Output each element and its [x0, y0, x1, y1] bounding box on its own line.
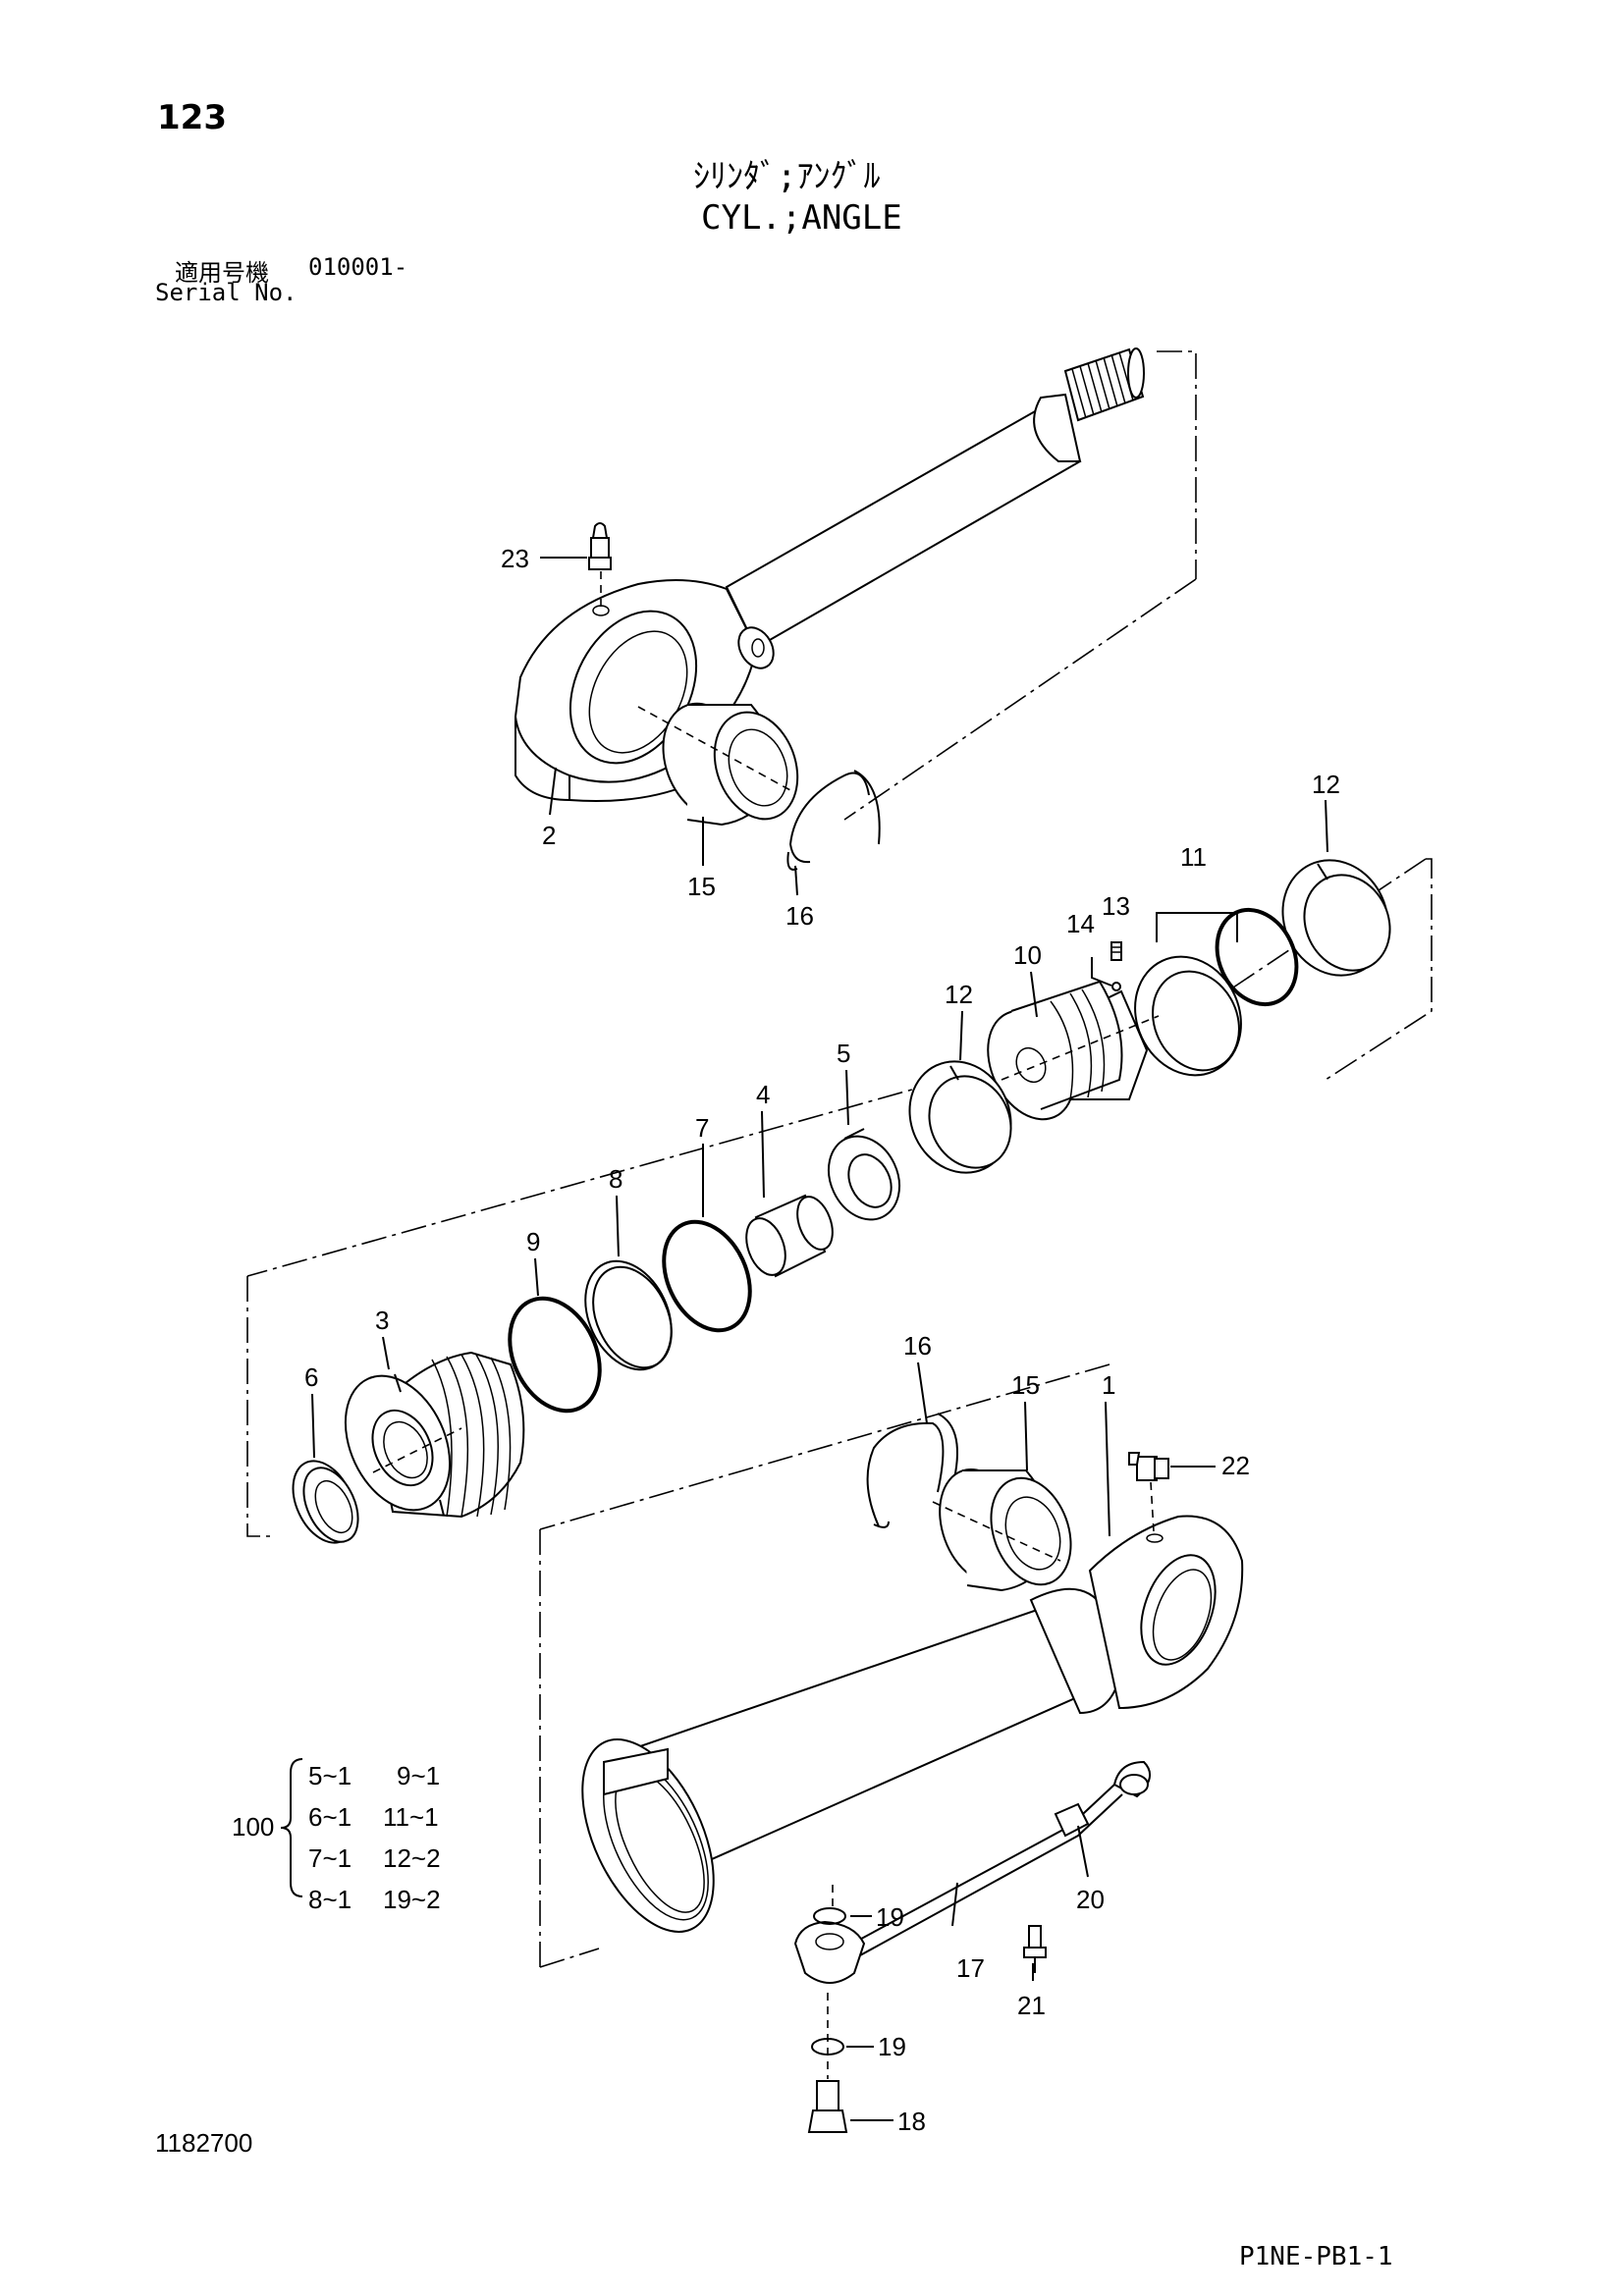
serial-label-japanese: 適用号機	[175, 259, 269, 287]
callout-leaders	[311, 767, 1328, 1981]
serial-label-english: Serial No.	[155, 279, 298, 306]
callout-20: 20	[1076, 1885, 1105, 1914]
steel-ball-part-14	[1091, 957, 1121, 991]
callout-8: 8	[609, 1164, 623, 1194]
title-japanese: ｼﾘﾝﾀﾞ;ｱﾝｸﾞﾙ	[693, 157, 881, 196]
wear-ring-part-12-left	[908, 1060, 1012, 1174]
callout-9: 9	[526, 1227, 540, 1256]
kit-row-4-right: 19~2	[383, 1885, 441, 1914]
spherical-bushing-part-15-top	[637, 702, 799, 827]
callout-18: 18	[897, 2107, 926, 2136]
kit-row-1-right: 9~1	[397, 1761, 440, 1790]
bushing-part-4	[745, 1194, 834, 1278]
kit-number: 100	[232, 1812, 274, 1842]
o-ring-part-19-lower	[811, 2038, 874, 2056]
callout-13: 13	[1102, 891, 1130, 921]
piston-rod-part-2	[514, 347, 1145, 802]
dust-seal-part-6	[292, 1460, 359, 1544]
bolt-part-21	[1023, 1925, 1047, 1973]
set-screw-part-13	[1110, 941, 1122, 961]
kit-row-3-right: 12~2	[383, 1843, 441, 1873]
seal-ring-part-11-outer	[1134, 955, 1242, 1077]
grease-fitting-part-22	[1128, 1452, 1216, 1532]
callout-19-upper: 19	[876, 1902, 904, 1932]
page-number: 123	[157, 98, 227, 137]
callout-3: 3	[375, 1306, 389, 1335]
callout-4: 4	[756, 1080, 770, 1109]
callout-6: 6	[304, 1362, 318, 1392]
callout-16-top: 16	[785, 901, 814, 931]
callout-12-left: 12	[945, 980, 973, 1009]
callout-1: 1	[1102, 1370, 1115, 1400]
callout-12-right: 12	[1312, 770, 1340, 799]
callout-7: 7	[695, 1113, 709, 1143]
title-english: CYL.;ANGLE	[701, 198, 902, 238]
callout-21: 21	[1017, 1991, 1046, 2020]
callout-23: 23	[501, 544, 529, 573]
banjo-fitting-part-18	[793, 1920, 893, 2133]
callout-5: 5	[837, 1039, 850, 1068]
callout-11: 11	[1180, 842, 1207, 872]
callout-19-lower: 19	[878, 2032, 906, 2061]
drawing-number: 1182700	[155, 2128, 253, 2158]
callout-labels: 23 2 15 16 12 11 13 14 10 12 5 4 7 8 9 3…	[304, 544, 1340, 2136]
o-ring-part-19-upper	[813, 1885, 872, 1925]
o-ring-part-7	[662, 1219, 752, 1333]
kit-row-1-left: 5~1	[308, 1761, 352, 1790]
o-ring-part-9	[508, 1296, 602, 1414]
cushion-ring-part-5	[828, 1128, 900, 1221]
callout-14: 14	[1066, 909, 1095, 938]
grease-nipple-part-23	[540, 522, 612, 607]
cylinder-tube-part-1	[581, 1515, 1244, 1933]
callout-15-top: 15	[687, 872, 716, 901]
kit-row-4-left: 8~1	[308, 1885, 352, 1914]
rod-cover-part-3	[344, 1351, 525, 1519]
assembly-frame-piston	[246, 858, 1433, 1537]
callout-2: 2	[542, 821, 556, 850]
spherical-bushing-part-15-bottom	[932, 1468, 1072, 1592]
callout-15-bottom: 15	[1011, 1370, 1040, 1400]
callout-10: 10	[1013, 940, 1042, 970]
seal-kit-100: 100 5~1 9~1 6~1 11~1 7~1 12~2 8~1 19~2	[232, 1758, 441, 1914]
wear-ring-part-12-right	[1281, 859, 1391, 977]
callout-17: 17	[956, 1953, 985, 1983]
pipe-clamp-part-20	[1054, 1802, 1090, 1878]
page-code: P1NE-PB1-1	[1239, 2242, 1393, 2271]
kit-row-2-right: 11~1	[383, 1802, 439, 1832]
serial-number-value: 010001-	[308, 253, 408, 281]
backup-ring-part-8	[584, 1259, 673, 1371]
assembly-frame-tube	[539, 1363, 1110, 1968]
callout-bracket-11	[1156, 912, 1238, 942]
callout-16-bottom: 16	[903, 1331, 932, 1361]
snap-ring-part-16-top	[786, 770, 881, 871]
assembly-frame-rod	[843, 350, 1197, 821]
callout-22: 22	[1221, 1451, 1250, 1480]
kit-row-2-left: 6~1	[308, 1802, 352, 1832]
kit-row-3-left: 7~1	[308, 1843, 352, 1873]
piston-part-10	[987, 980, 1160, 1121]
